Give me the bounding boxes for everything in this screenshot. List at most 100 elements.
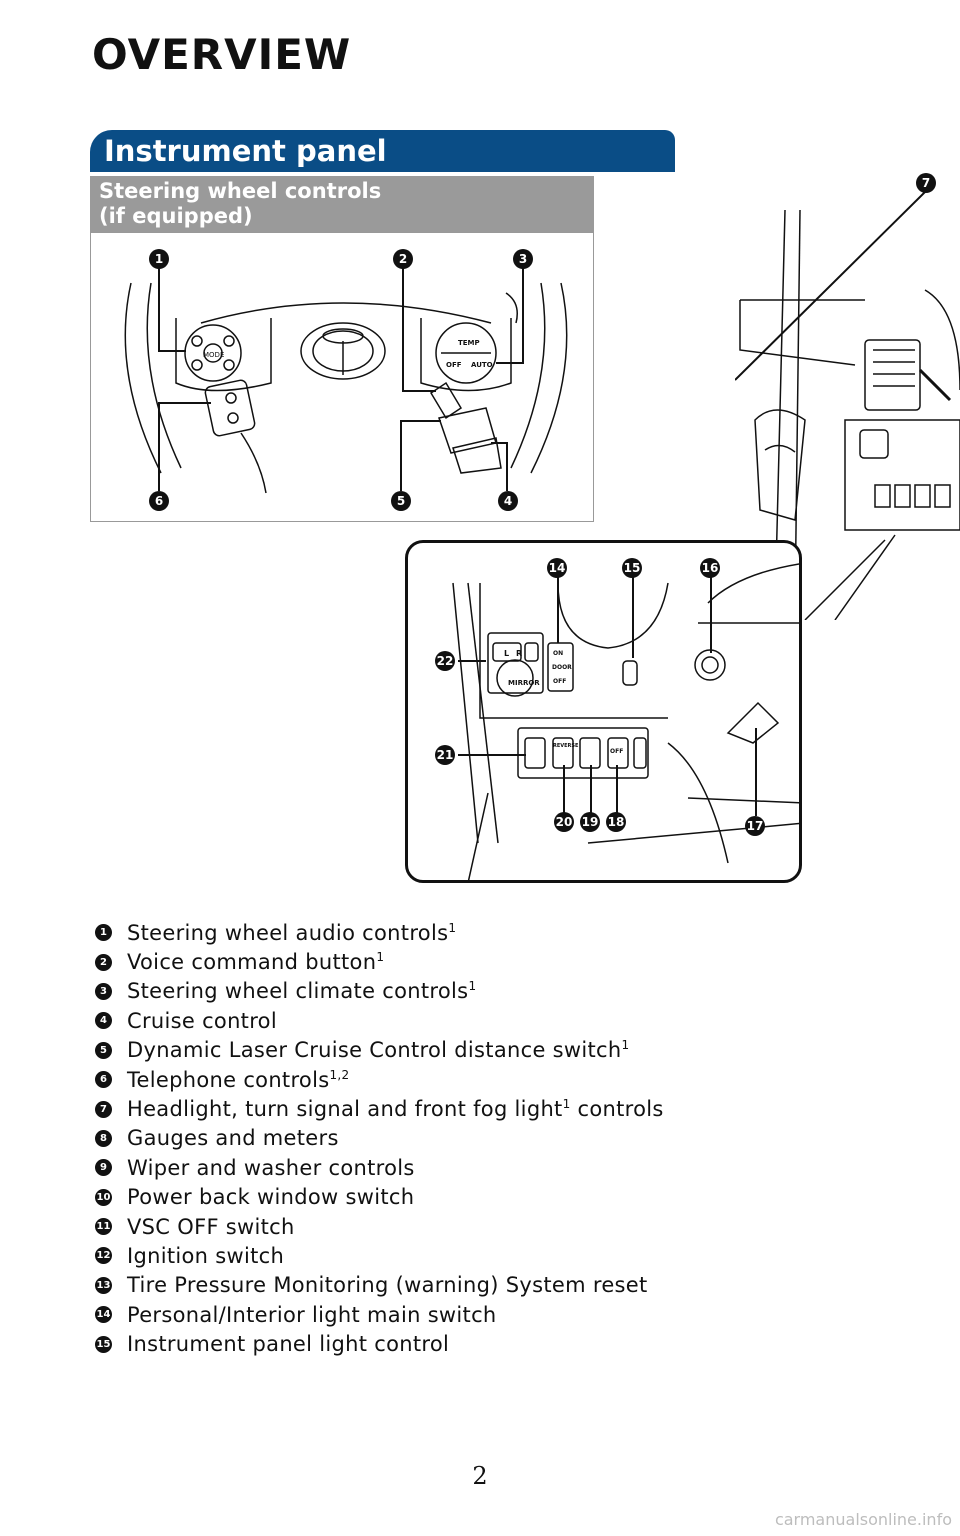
legend-item: 3 Steering wheel climate controls1	[95, 977, 895, 1006]
callout-5: 5	[391, 491, 411, 511]
mirror-l-label: L	[504, 649, 509, 658]
section-header-bar: Instrument panel	[90, 130, 675, 172]
mirror-label: MIRROR	[508, 679, 540, 687]
legend-label: Gauges and meters	[127, 1126, 339, 1151]
legend-item: 6 Telephone controls1,2	[95, 1065, 895, 1094]
legend-number: 14	[95, 1306, 112, 1324]
mode-label: MODE	[203, 351, 224, 359]
vsc-off-label: OFF	[610, 748, 623, 755]
legend-number: 1	[95, 924, 112, 942]
legend-number: 12	[95, 1247, 112, 1265]
legend-footnote-ref: 1	[376, 950, 385, 965]
mirror-r-label: R	[516, 649, 522, 658]
legend-item: 13 Tire Pressure Monitoring (warning) Sys…	[95, 1271, 895, 1300]
light-on-label: ON	[553, 650, 563, 657]
legend-text: Steering wheel audio controls1	[127, 921, 456, 945]
callout-6: 6	[149, 491, 169, 511]
callout-20: 20	[554, 812, 574, 832]
legend-label: Power back window switch	[127, 1185, 415, 1210]
legend-number: 8	[95, 1129, 112, 1147]
legend-label: Steering wheel climate controls	[127, 979, 469, 1004]
legend-item: 12 Ignition switch	[95, 1241, 895, 1270]
legend-item: 14 Personal/Interior light main switch	[95, 1300, 895, 1329]
legend-label: Telephone controls	[127, 1067, 330, 1092]
legend-footnote-ref: 1	[468, 979, 477, 994]
legend-text: Voice command button1	[127, 950, 384, 974]
legend-text: Wiper and washer controls	[127, 1156, 415, 1180]
center-console-illustration: MIRROR L R ON DOOR OFF REVERSE OFF 14 15…	[405, 540, 802, 883]
legend-label: VSC OFF switch	[127, 1214, 295, 1239]
legend-text: Tire Pressure Monitoring (warning) Syste…	[127, 1273, 648, 1297]
subsection-header: Steering wheel controls (if equipped)	[90, 176, 594, 232]
callout-21: 21	[435, 745, 455, 765]
callout-22: 22	[435, 651, 455, 671]
legend-number: 3	[95, 982, 112, 1000]
callout-17: 17	[745, 816, 765, 836]
page-title: OVERVIEW	[92, 30, 352, 79]
center-console-drawing: MIRROR L R ON DOOR OFF REVERSE OFF	[452, 563, 799, 880]
legend-item: 7 Headlight, turn signal and front fog li…	[95, 1094, 895, 1123]
legend-label: Headlight, turn signal and front fog lig…	[127, 1097, 563, 1122]
legend-item: 10 Power back window switch	[95, 1183, 895, 1212]
legend-item: 15 Instrument panel light control	[95, 1329, 895, 1358]
legend-text: Telephone controls1,2	[127, 1068, 349, 1092]
legend-label: Cruise control	[127, 1008, 277, 1033]
legend-label: Tire Pressure Monitoring (warning) Syste…	[127, 1273, 648, 1298]
legend-text: VSC OFF switch	[127, 1215, 295, 1239]
legend-text: Steering wheel climate controls1	[127, 979, 476, 1003]
section-title: Instrument panel	[104, 134, 387, 168]
legend-item: 4 Cruise control	[95, 1006, 895, 1035]
legend-number: 13	[95, 1276, 112, 1294]
auto-label: AUTO	[471, 361, 493, 369]
callout-7: 7	[916, 173, 936, 193]
steering-wheel-drawing: MODE TEMP OFF AUTO	[124, 268, 568, 494]
subsection-title-line-2: (if equipped)	[99, 204, 253, 228]
legend-text: Cruise control	[127, 1009, 277, 1033]
legend-text: Power back window switch	[127, 1185, 414, 1209]
legend-item: 1 Steering wheel audio controls1	[95, 918, 895, 947]
legend-label-suffix: controls	[570, 1097, 664, 1122]
legend-text: Ignition switch	[127, 1244, 284, 1268]
legend-text: Headlight, turn signal and front fog lig…	[127, 1097, 664, 1121]
light-door-label: DOOR	[552, 664, 572, 671]
legend-label: Steering wheel audio controls	[127, 920, 449, 945]
legend-label: Personal/Interior light main switch	[127, 1302, 497, 1327]
off-label: OFF	[446, 361, 462, 369]
legend-text: Dynamic Laser Cruise Control distance sw…	[127, 1038, 629, 1062]
legend-text: Personal/Interior light main switch	[127, 1303, 497, 1327]
legend-number: 11	[95, 1218, 112, 1236]
legend-number: 7	[95, 1100, 112, 1118]
legend-number: 15	[95, 1335, 112, 1353]
legend-number: 2	[95, 953, 112, 971]
legend-item: 11 VSC OFF switch	[95, 1212, 895, 1241]
legend-label: Instrument panel light control	[127, 1332, 450, 1357]
legend-number: 5	[95, 1041, 112, 1059]
legend-text: Gauges and meters	[127, 1126, 339, 1150]
legend-label: Dynamic Laser Cruise Control distance sw…	[127, 1038, 622, 1063]
legend-footnote-ref: 1	[562, 1097, 571, 1112]
callout-15: 15	[622, 558, 642, 578]
reverse-label: REVERSE	[553, 743, 579, 749]
legend-number: 4	[95, 1012, 112, 1030]
page-number: 2	[472, 1462, 488, 1490]
subsection-title-line-1: Steering wheel controls	[99, 179, 382, 203]
callout-1: 1	[149, 249, 169, 269]
callout-2: 2	[393, 249, 413, 269]
legend-footnote-ref: 1	[621, 1038, 630, 1053]
callout-4: 4	[498, 491, 518, 511]
legend-number: 9	[95, 1159, 112, 1177]
callout-19: 19	[580, 812, 600, 832]
legend-number: 10	[95, 1188, 112, 1206]
temp-label: TEMP	[458, 339, 480, 347]
callout-18: 18	[606, 812, 626, 832]
callout-3: 3	[513, 249, 533, 269]
watermark: carmanualsonline.info	[774, 1510, 952, 1529]
legend-item: 2 Voice command button1	[95, 947, 895, 976]
legend-number: 6	[95, 1071, 112, 1089]
legend-label: Wiper and washer controls	[127, 1155, 415, 1180]
legend-item: 8 Gauges and meters	[95, 1124, 895, 1153]
legend-text: Instrument panel light control	[127, 1332, 449, 1356]
light-off-label: OFF	[553, 678, 566, 685]
callout-16: 16	[700, 558, 720, 578]
